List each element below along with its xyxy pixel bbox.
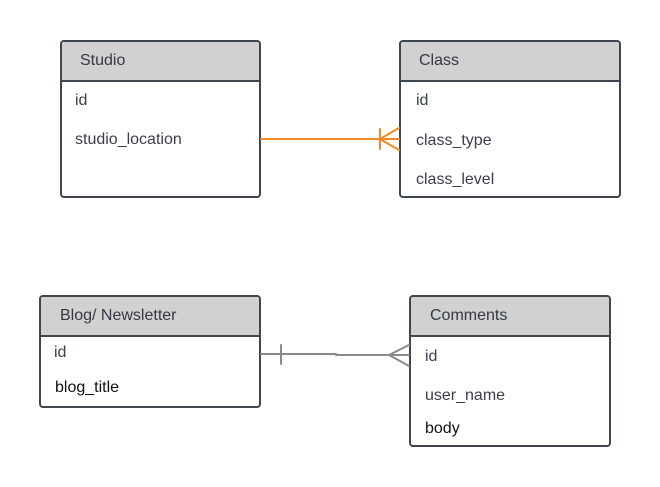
entity-studio-field-studio-location: studio_location bbox=[75, 131, 182, 148]
entity-comments-field-id: id bbox=[425, 348, 438, 365]
entity-class-field-class-type: class_type bbox=[416, 132, 492, 149]
entity-studio-field-id: id bbox=[75, 92, 88, 109]
entity-blog-field-id: id bbox=[54, 344, 67, 361]
entity-class[interactable]: Class id class_type class_level bbox=[399, 40, 621, 198]
relationship-blog-comments-crowfoot bbox=[386, 344, 410, 367]
entity-class-title: Class bbox=[401, 42, 619, 82]
entity-comments-field-user-name: user_name bbox=[425, 387, 506, 404]
entity-studio-title: Studio bbox=[62, 42, 259, 82]
relationship-blog-comments[interactable] bbox=[260, 344, 410, 367]
entity-comments-field-body: body bbox=[425, 420, 460, 437]
entity-blog-newsletter[interactable]: Blog/ Newsletter id blog_title bbox=[39, 295, 261, 408]
entity-class-field-id: id bbox=[416, 92, 429, 109]
entity-blog-field-blog-title: blog_title bbox=[55, 379, 120, 396]
entity-class-field-class-level: class_level bbox=[416, 171, 495, 188]
relationship-studio-class[interactable] bbox=[260, 127, 400, 151]
entity-studio[interactable]: Studio id studio_location bbox=[60, 40, 261, 198]
entity-comments-title: Comments bbox=[411, 297, 609, 337]
entity-comments[interactable]: Comments id user_name body bbox=[409, 295, 611, 447]
entity-blog-newsletter-title: Blog/ Newsletter bbox=[41, 297, 259, 337]
relationship-studio-class-crowfoot bbox=[378, 127, 400, 151]
